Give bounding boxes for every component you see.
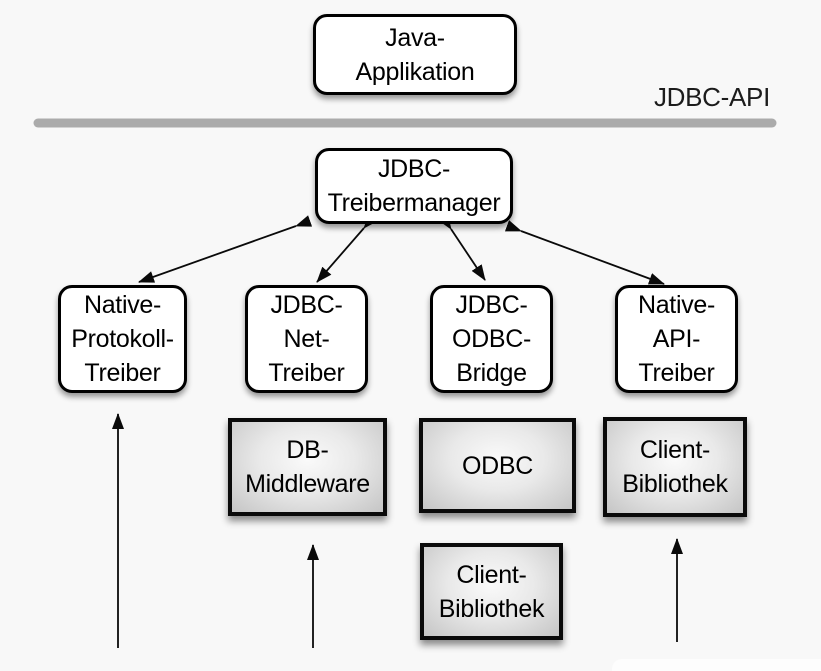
edge-treibermanager-jdbc-odbc	[437, 213, 486, 281]
cutoff-box-partial	[612, 659, 821, 671]
node-label-line: API-	[652, 325, 701, 353]
node-label-line: Bibliothek	[622, 470, 728, 498]
node-label-line: Protokoll-	[71, 325, 174, 353]
node-label-line: Applikation	[355, 57, 475, 86]
edge-treibermanager-native-protokoll	[138, 215, 313, 283]
jdbc-api-label: JDBC-API	[653, 82, 770, 112]
node-label-line: Java-	[385, 23, 445, 52]
node-label-line: JDBC-	[455, 291, 528, 319]
node-label-line: Client-	[456, 560, 527, 589]
node-label-line: ODBC-	[451, 325, 532, 353]
node-native-api-treiber: Native- API- Treiber	[615, 285, 738, 393]
node-java-applikation: Java- Applikation	[313, 14, 517, 95]
node-label-line: DB-	[286, 436, 329, 464]
node-label-line: Treibermanager	[327, 189, 501, 217]
node-label-line: Middleware	[245, 470, 370, 498]
node-jdbc-odbc-bridge: JDBC- ODBC- Bridge	[430, 285, 553, 393]
node-jdbc-net-treiber: JDBC- Net- Treiber	[245, 285, 368, 393]
node-client-bibliothek-right: Client- Bibliothek	[603, 417, 747, 517]
node-native-protokoll-treiber: Native- Protokoll- Treiber	[58, 285, 187, 393]
node-label-line: Native-	[83, 291, 162, 319]
node-label-line: JDBC-	[270, 291, 343, 319]
node-label-line: Treiber	[268, 359, 345, 387]
node-odbc: ODBC	[419, 418, 576, 513]
node-label-line: Client-	[639, 436, 711, 464]
node-jdbc-treibermanager: JDBC- Treibermanager	[315, 148, 513, 224]
node-client-bibliothek-bottom: Client- Bibliothek	[420, 543, 563, 640]
node-db-middleware: DB- Middleware	[228, 418, 387, 516]
edge-treibermanager-jdbc-net	[316, 212, 379, 283]
node-label-line: ODBC	[461, 451, 534, 480]
node-label-line: Bibliothek	[438, 594, 545, 623]
node-label-line: Net-	[283, 325, 330, 353]
node-label-line: JDBC-	[377, 155, 451, 183]
node-label-line: Treiber	[84, 359, 161, 387]
node-label-line: Native-	[637, 291, 716, 319]
node-label-line: Treiber	[638, 359, 715, 387]
edge-treibermanager-native-api	[504, 220, 665, 285]
node-label-line: Bridge	[456, 359, 527, 387]
